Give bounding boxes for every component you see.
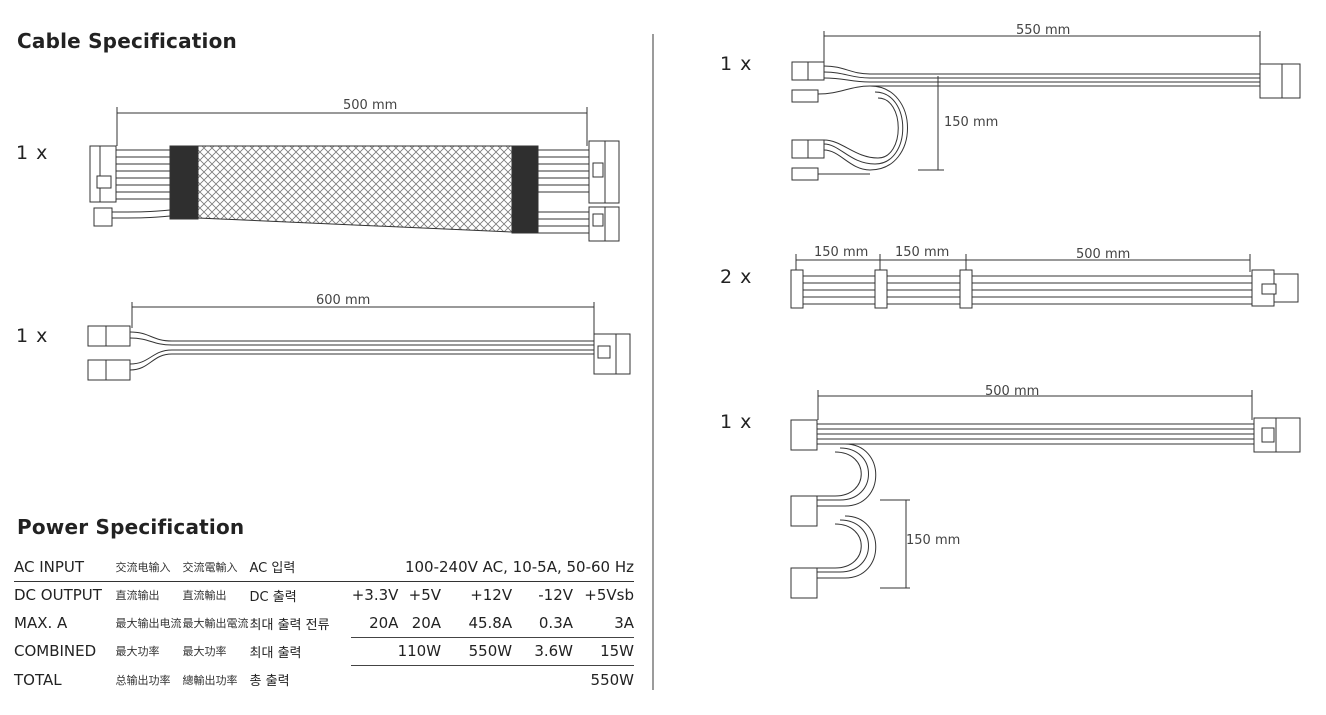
row-label-kr: DC 출력 <box>249 580 352 609</box>
row-label-kr: 최대 출력 전류 <box>249 617 330 633</box>
row-label-tw: 最大功率 <box>182 645 227 659</box>
row-label-kr: AC 입력 <box>249 561 296 577</box>
table-cell: +5Vsb <box>573 580 634 609</box>
cable-4-drawing <box>790 254 1299 309</box>
table-row: AC INPUT 交流电输入 交流電輸入 AC 입력 100-240V AC, … <box>14 553 634 581</box>
table-cell: 20A <box>369 613 399 632</box>
power-spec-table: AC INPUT 交流电输入 交流電輸入 AC 입력 100-240V AC, … <box>14 553 634 694</box>
table-cell: +3.3V <box>351 580 399 609</box>
row-label: COMBINED <box>14 642 97 661</box>
table-cell: -12V <box>512 580 574 609</box>
row-label: AC INPUT <box>14 557 85 576</box>
row-label-cn: 直流输出 <box>115 580 183 609</box>
table-row: TOTAL 总输出功率 總輸出功率 총 출력 550W <box>14 665 634 694</box>
cable-2-length: 600 mm <box>316 293 370 308</box>
cable-spec-title: Cable Specification <box>17 29 237 53</box>
row-label-tw: 最大輸出電流 <box>182 617 249 630</box>
row-label-kr: 총 출력 <box>249 674 290 689</box>
table-cell: 15W <box>573 636 634 666</box>
row-label: TOTAL <box>14 670 62 689</box>
table-cell: 3.6W <box>512 636 574 666</box>
cable-2-qty: 1 x <box>16 325 49 347</box>
cable-5-branch-length: 150 mm <box>906 533 960 548</box>
total-value: 550W <box>351 665 634 694</box>
cable-1-length: 500 mm <box>343 98 397 113</box>
row-label-cn: 交流电输入 <box>115 560 171 574</box>
cable-1-qty: 1 x <box>16 142 49 164</box>
cable-5-length: 500 mm <box>985 384 1039 399</box>
table-cell: 0.3A <box>538 613 574 632</box>
cable-4-segment-1: 150 mm <box>814 245 868 260</box>
table-cell: 20A <box>411 613 442 632</box>
ac-input-value: 100-240V AC, 10-5A, 50-60 Hz <box>404 557 634 576</box>
table-cell: +5V <box>398 580 442 609</box>
cable-3-length: 550 mm <box>1016 23 1070 38</box>
cable-3-qty: 1 x <box>720 53 753 75</box>
row-label: DC OUTPUT <box>14 580 116 609</box>
row-label-cn: 最大输出电流 <box>115 617 182 630</box>
row-label-tw: 總輸出功率 <box>182 673 238 687</box>
table-cell: 3A <box>614 613 634 632</box>
power-spec-title: Power Specification <box>17 515 245 539</box>
cable-3-drawing <box>791 31 1301 181</box>
table-cell: 110W <box>351 636 442 666</box>
row-label-tw: 直流輸出 <box>182 580 250 609</box>
cable-1-drawing <box>89 107 620 242</box>
cable-2-drawing <box>87 302 631 381</box>
cable-4-qty: 2 x <box>720 266 753 288</box>
table-row: DC OUTPUT 直流输出 直流輸出 DC 출력 +3.3V +5V +12V… <box>14 580 634 609</box>
row-label-kr: 최대 출력 <box>249 645 302 661</box>
cable-4-segment-3: 500 mm <box>1076 247 1130 262</box>
table-row: COMBINED 最大功率 最大功率 최대 출력 110W 550W 3.6W … <box>14 636 634 666</box>
cable-5-drawing <box>790 390 1301 599</box>
row-label: MAX. A <box>14 614 68 632</box>
cable-4-segment-2: 150 mm <box>895 245 949 260</box>
table-row: MAX. A 最大输出电流 最大輸出電流 최대 출력 전류 20A 20A 45… <box>14 609 634 637</box>
column-divider <box>652 34 654 690</box>
row-label-tw: 交流電輸入 <box>182 560 238 574</box>
row-label-cn: 最大功率 <box>115 645 160 659</box>
row-label-cn: 总输出功率 <box>115 673 171 687</box>
table-cell: 550W <box>441 636 513 666</box>
cable-3-branch-length: 150 mm <box>944 115 998 130</box>
cable-5-qty: 1 x <box>720 411 753 433</box>
table-cell: +12V <box>441 580 513 609</box>
table-cell: 45.8A <box>468 613 513 632</box>
